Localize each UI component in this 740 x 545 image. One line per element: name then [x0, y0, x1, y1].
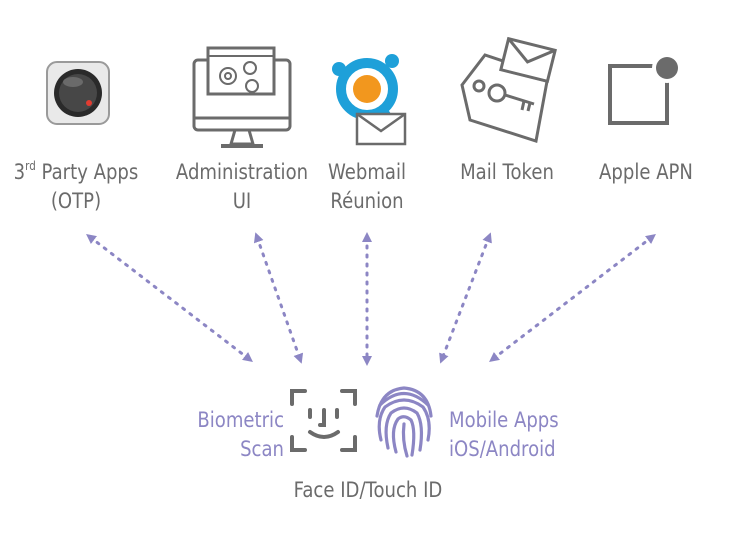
webmail-logo-icon — [332, 54, 407, 146]
label-apn-line1: Apple APN — [599, 160, 693, 184]
label-webmail-line2: Réunion — [330, 189, 404, 213]
arrow-mailtoken — [439, 232, 492, 364]
label-face-touch-id: Face ID/Touch ID — [293, 478, 443, 502]
otp-token-icon — [46, 61, 110, 125]
label-mailtoken: Mail Token — [452, 158, 562, 187]
monitor-gears-icon — [192, 46, 292, 148]
arrow-third-party — [86, 233, 253, 363]
label-biometric-scan: Biometric Scan — [184, 406, 284, 464]
label-biometric-line1: Biometric — [197, 408, 284, 432]
label-admin-line2: UI — [232, 189, 252, 213]
label-third-party-line2: (OTP) — [50, 189, 102, 213]
label-mobile-line2: iOS/Android — [449, 437, 556, 461]
label-webmail: Webmail Réunion — [324, 158, 410, 216]
label-admin: Administration UI — [172, 158, 311, 216]
label-mailtoken-line1: Mail Token — [460, 160, 554, 184]
label-third-party-sup: rd — [25, 159, 36, 173]
label-third-party-num: 3 — [13, 160, 26, 184]
notification-badge-icon — [608, 53, 682, 125]
label-third-party-rest: Party Apps — [35, 160, 139, 184]
tag-key-envelope-icon — [460, 36, 557, 143]
label-webmail-line1: Webmail — [327, 160, 407, 184]
fingerprint-icon — [375, 386, 433, 458]
label-mobile-line1: Mobile Apps — [449, 408, 559, 432]
label-biometric-line2: Scan — [240, 437, 284, 461]
face-id-icon — [290, 389, 357, 452]
label-apn: Apple APN — [594, 158, 697, 187]
arrow-admin — [253, 232, 304, 364]
label-admin-line1: Administration — [175, 160, 309, 184]
label-mobile-apps: Mobile Apps iOS/Android — [449, 406, 569, 464]
arrow-apn — [489, 233, 656, 363]
label-third-party: 3rd Party Apps (OTP) — [12, 158, 139, 216]
